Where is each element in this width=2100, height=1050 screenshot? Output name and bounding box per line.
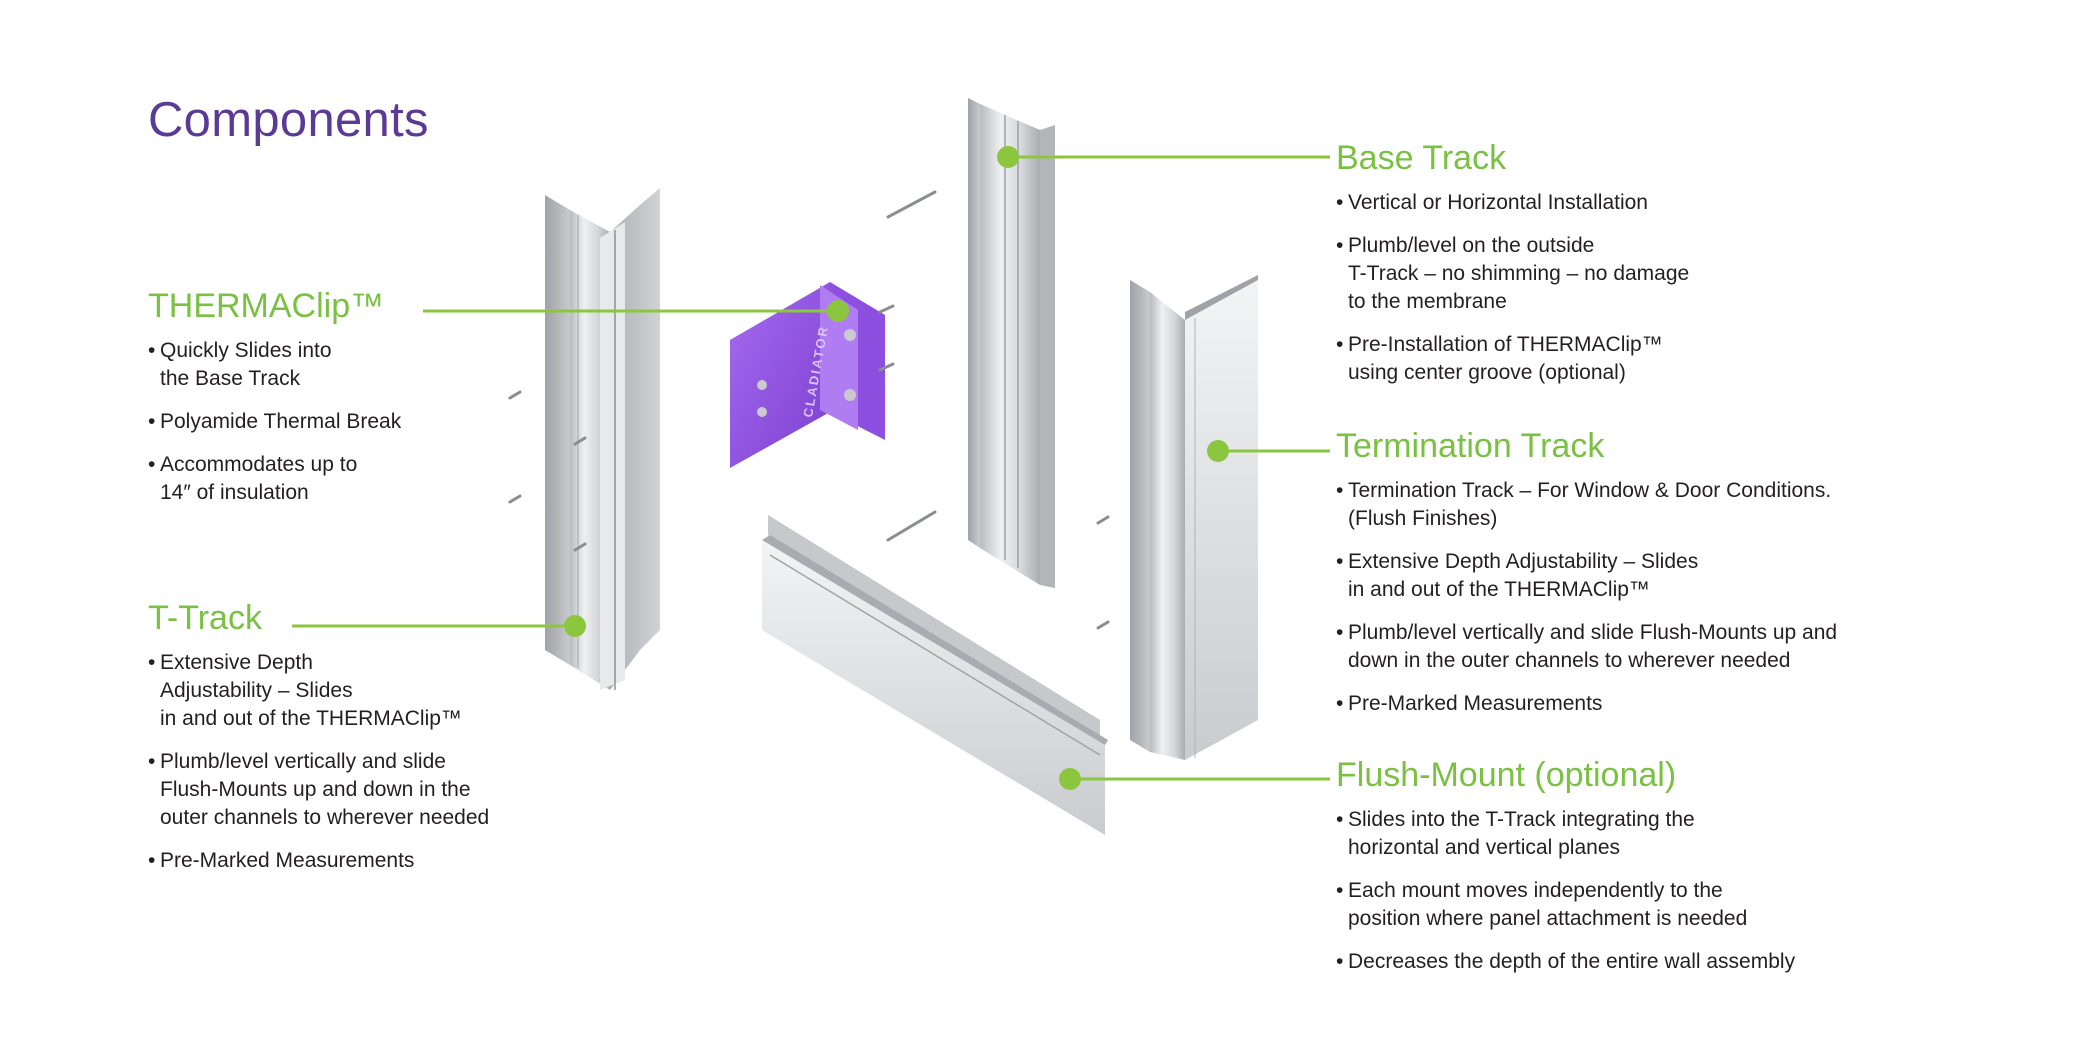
t-track-bullets: Extensive Depth Adjustability – Slides i… xyxy=(148,649,548,875)
bullet-item: Extensive Depth Adjustability – Slides i… xyxy=(148,649,548,733)
bullet-item: Pre-Installation of THERMAClip™ using ce… xyxy=(1336,331,1836,387)
base-track-part xyxy=(968,98,1055,588)
base-track-callout-dot xyxy=(997,146,1019,168)
bullet-item: Pre-Marked Measurements xyxy=(148,847,548,875)
flush-mount-bullets: Slides into the T-Track integrating the … xyxy=(1336,806,1896,976)
bullet-item: Each mount moves independently to the po… xyxy=(1336,877,1896,933)
flush-mount-callout-dot xyxy=(1059,768,1081,790)
termination-track-bullets: Termination Track – For Window & Door Co… xyxy=(1336,477,1896,718)
flush-mount-section: Flush-Mount (optional) Slides into the T… xyxy=(1336,756,1896,991)
bullet-item: Plumb/level vertically and slide Flush-M… xyxy=(148,748,548,832)
page-title: Components xyxy=(148,93,429,147)
thermaclip-part: CLADIATOR xyxy=(730,282,885,468)
thermaclip-heading: THERMAClip™ xyxy=(148,287,385,325)
base-track-heading: Base Track xyxy=(1336,139,1507,177)
thermaclip-section: THERMAClip™ Quickly Slides into the Base… xyxy=(148,287,478,522)
bullet-item: Termination Track – For Window & Door Co… xyxy=(1336,477,1896,533)
termination-callout-dot xyxy=(1207,440,1229,462)
screws xyxy=(508,190,1110,630)
termination-track-section: Termination Track Termination Track – Fo… xyxy=(1336,427,1896,733)
bullet-item: Decreases the depth of the entire wall a… xyxy=(1336,948,1896,976)
termination-track-part xyxy=(1130,275,1258,760)
bullet-item: Quickly Slides into the Base Track xyxy=(148,337,478,393)
bullet-item: Extensive Depth Adjustability – Slides i… xyxy=(1336,548,1896,604)
thermaclip-bullets: Quickly Slides into the Base Track Polya… xyxy=(148,337,478,507)
flush-mount-part xyxy=(762,515,1108,835)
base-track-section: Base Track Vertical or Horizontal Instal… xyxy=(1336,139,1836,402)
thermaclip-callout-dot xyxy=(827,300,849,322)
bullet-item: Pre-Marked Measurements xyxy=(1336,690,1896,718)
termination-track-heading: Termination Track xyxy=(1336,427,1605,465)
t-track-callout-dot xyxy=(564,615,586,637)
bullet-item: Polyamide Thermal Break xyxy=(148,408,478,436)
flush-mount-heading: Flush-Mount (optional) xyxy=(1336,756,1677,794)
t-track-part xyxy=(545,188,660,690)
bullet-item: Slides into the T-Track integrating the … xyxy=(1336,806,1896,862)
bullet-item: Accommodates up to 14″ of insulation xyxy=(148,451,478,507)
bullet-item: Plumb/level on the outside T-Track – no … xyxy=(1336,232,1836,316)
bullet-item: Vertical or Horizontal Installation xyxy=(1336,189,1836,217)
t-track-heading: T-Track xyxy=(148,599,262,637)
base-track-bullets: Vertical or Horizontal Installation Plum… xyxy=(1336,189,1836,387)
t-track-section: T-Track Extensive Depth Adjustability – … xyxy=(148,599,548,890)
callouts xyxy=(292,146,1330,790)
bullet-item: Plumb/level vertically and slide Flush-M… xyxy=(1336,619,1896,675)
